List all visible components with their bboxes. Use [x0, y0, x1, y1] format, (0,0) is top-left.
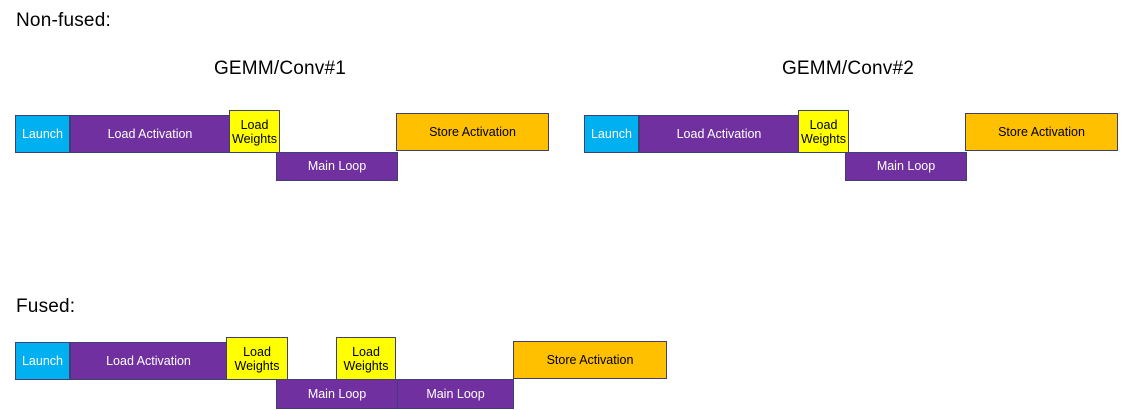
bar-store-activation-2[interactable]: Store Activation	[965, 113, 1118, 151]
bar-label-store-activation-1: Store Activation	[429, 124, 516, 139]
bar-label-load-activation-1: Load Activation	[107, 126, 193, 141]
section-label-fused: Fused:	[16, 296, 76, 317]
bar-label-store-activation-2: Store Activation	[998, 124, 1085, 139]
bar-main-loop-fused-2[interactable]: Main Loop	[397, 379, 514, 409]
bar-load-activation-1[interactable]: Load Activation	[70, 115, 230, 153]
bar-label-load-weights-fused-2: Load Weights	[343, 344, 389, 373]
bar-label-load-activation-fused: Load Activation	[106, 353, 191, 368]
bar-load-activation-fused[interactable]: Load Activation	[70, 342, 227, 380]
bar-load-weights-fused-2[interactable]: Load Weights	[336, 337, 396, 380]
bar-main-loop-2[interactable]: Main Loop	[845, 152, 967, 181]
bar-launch-fused[interactable]: Launch	[15, 342, 70, 380]
bar-label-launch-1: Launch	[21, 126, 63, 141]
bar-load-weights-1[interactable]: Load Weights	[229, 110, 280, 153]
bar-label-store-activation-fused: Store Activation	[546, 352, 634, 367]
bar-label-main-loop-fused-1: Main Loop	[307, 386, 367, 401]
bar-label-load-weights-1: Load Weights	[232, 117, 277, 146]
bar-load-activation-2[interactable]: Load Activation	[639, 115, 799, 153]
bar-label-load-weights-2: Load Weights	[801, 117, 846, 146]
bar-launch-1[interactable]: Launch	[15, 115, 70, 153]
bar-store-activation-fused[interactable]: Store Activation	[513, 341, 667, 379]
bar-launch-2[interactable]: Launch	[584, 115, 639, 153]
bar-store-activation-1[interactable]: Store Activation	[396, 113, 549, 151]
bar-load-weights-fused-1[interactable]: Load Weights	[226, 337, 288, 380]
bar-label-launch-fused: Launch	[21, 353, 63, 368]
bar-load-weights-2[interactable]: Load Weights	[798, 110, 849, 153]
bar-label-launch-2: Launch	[590, 126, 632, 141]
bar-main-loop-1[interactable]: Main Loop	[276, 152, 398, 181]
bar-label-main-loop-fused-2: Main Loop	[426, 386, 485, 401]
group-title-gemm-conv-1: GEMM/Conv#1	[213, 58, 347, 79]
group-title-gemm-conv-2: GEMM/Conv#2	[781, 58, 915, 79]
bar-main-loop-fused-1[interactable]: Main Loop	[276, 379, 398, 409]
section-label-non-fused: Non-fused:	[16, 10, 111, 31]
bar-label-main-loop-2: Main Loop	[876, 159, 936, 173]
bar-label-load-activation-2: Load Activation	[676, 126, 762, 141]
bar-label-main-loop-1: Main Loop	[307, 159, 367, 173]
bar-label-load-weights-fused-1: Load Weights	[234, 344, 280, 373]
